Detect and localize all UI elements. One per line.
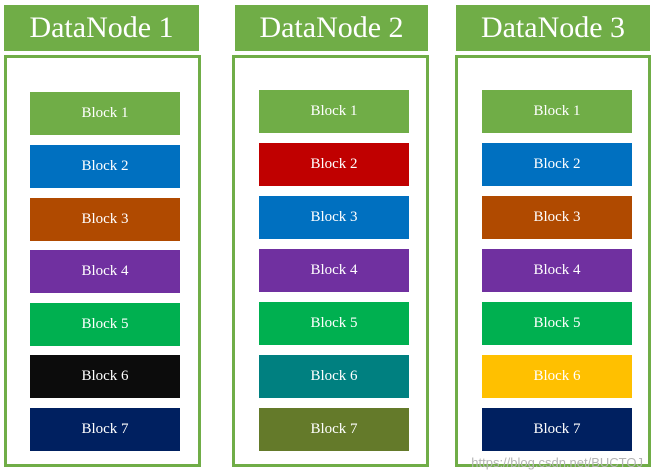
block-2: Block 2 (482, 143, 632, 186)
datanode-title: DataNode 3 (456, 5, 650, 51)
block-6: Block 6 (482, 355, 632, 398)
block-7: Block 7 (30, 408, 180, 451)
datanode-box: Block 1 Block 2 Block 3 Block 4 Block 5 … (232, 55, 429, 467)
block-2: Block 2 (259, 143, 409, 186)
block-7: Block 7 (259, 408, 409, 451)
datanode-title: DataNode 1 (4, 5, 199, 51)
block-6: Block 6 (259, 355, 409, 398)
datanode-title: DataNode 2 (235, 5, 428, 51)
block-1: Block 1 (482, 90, 632, 133)
block-6: Block 6 (30, 355, 180, 398)
block-5: Block 5 (259, 302, 409, 345)
block-3: Block 3 (482, 196, 632, 239)
block-4: Block 4 (30, 250, 180, 293)
block-3: Block 3 (259, 196, 409, 239)
block-4: Block 4 (259, 249, 409, 292)
block-5: Block 5 (30, 303, 180, 346)
block-1: Block 1 (30, 92, 180, 135)
block-2: Block 2 (30, 145, 180, 188)
datanode-box: Block 1 Block 2 Block 3 Block 4 Block 5 … (4, 55, 201, 467)
watermark: https://blog.csdn.net/BUCTOJ (471, 455, 643, 470)
block-7: Block 7 (482, 408, 632, 451)
block-3: Block 3 (30, 198, 180, 241)
block-1: Block 1 (259, 90, 409, 133)
block-5: Block 5 (482, 302, 632, 345)
datanode-box: Block 1 Block 2 Block 3 Block 4 Block 5 … (455, 55, 651, 467)
block-4: Block 4 (482, 249, 632, 292)
